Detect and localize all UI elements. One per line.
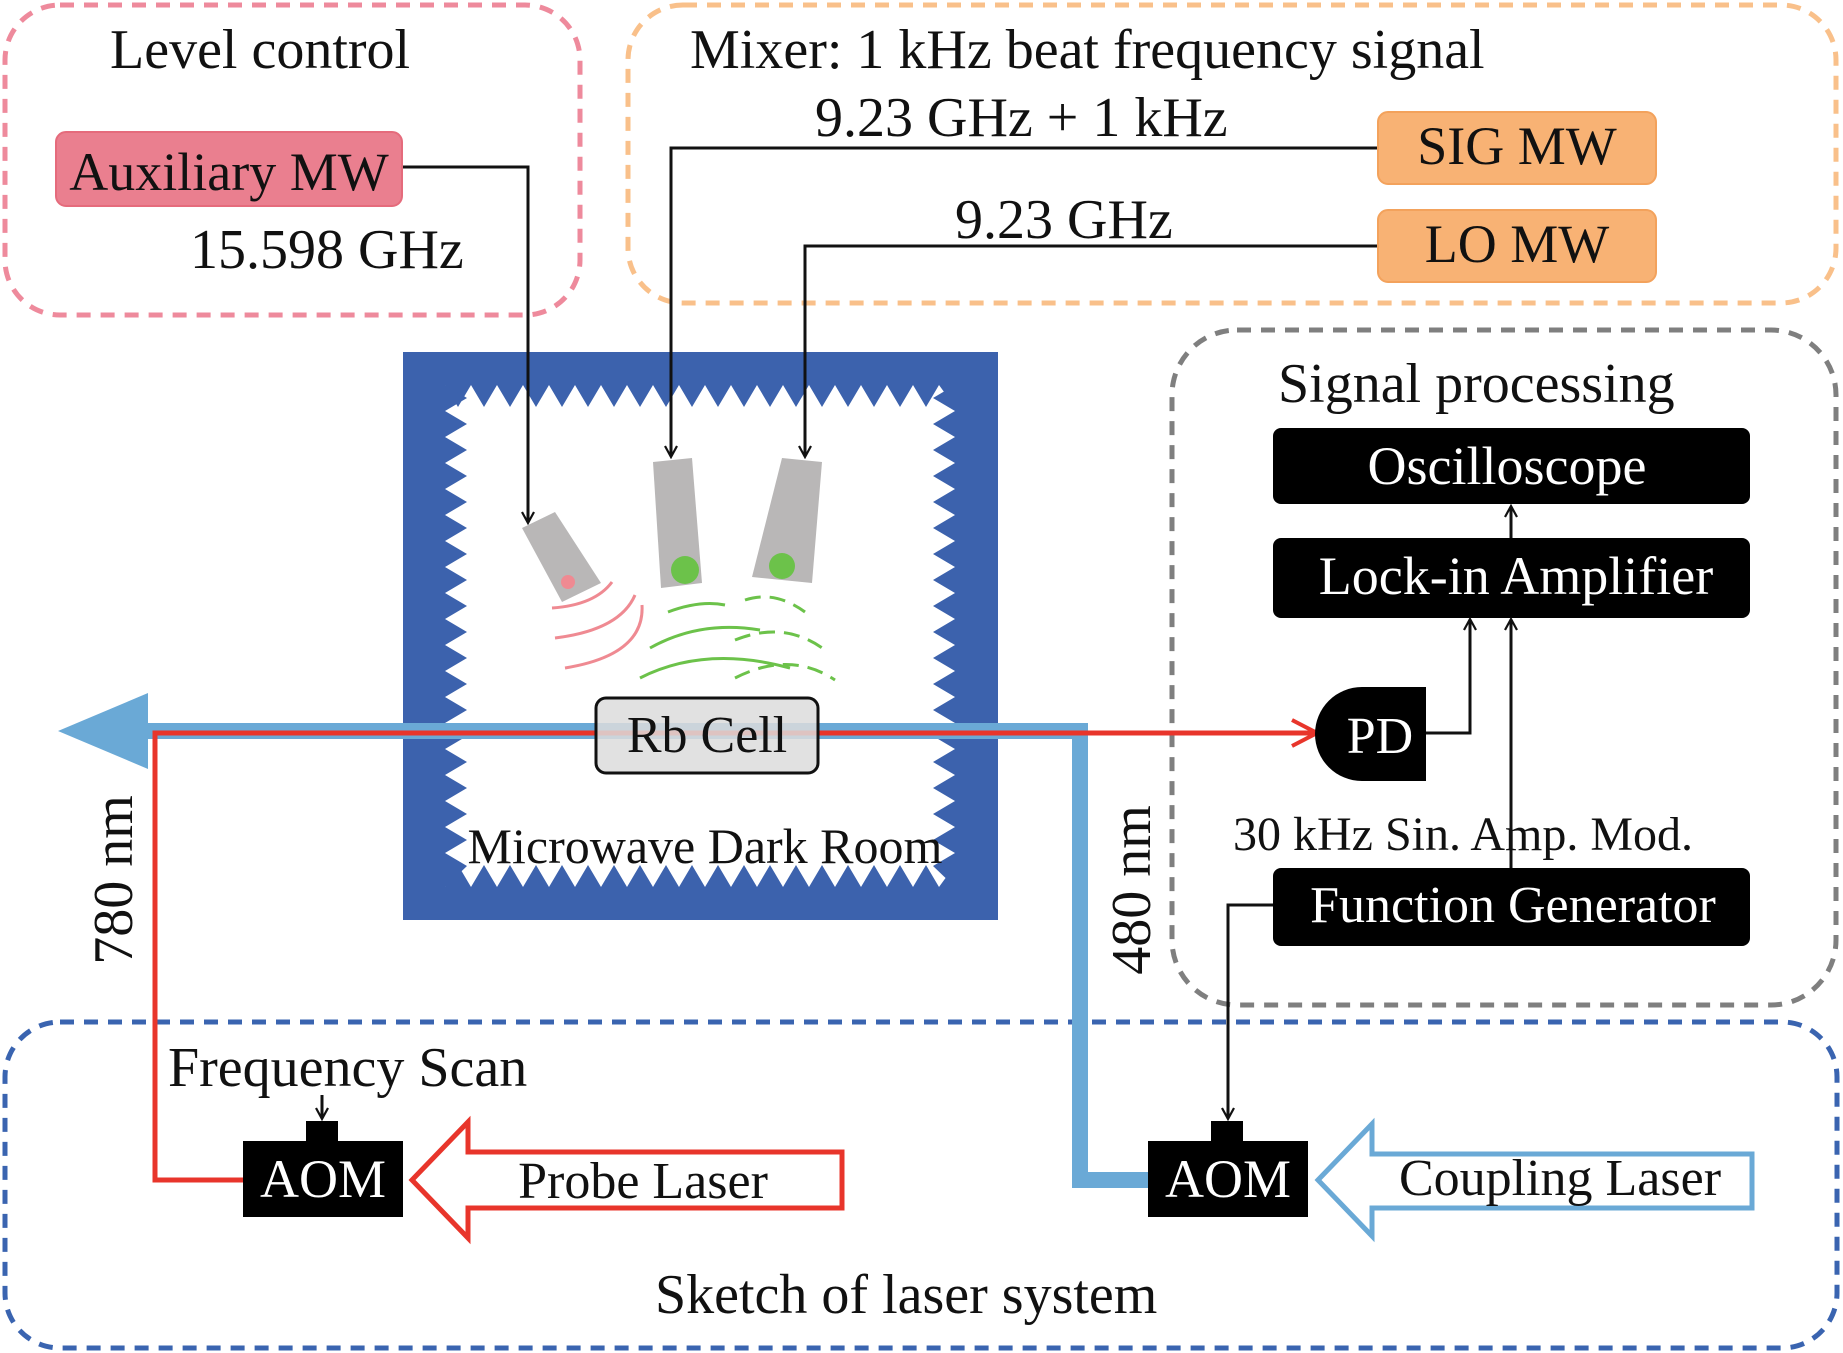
sig-horn-antenna (653, 458, 702, 588)
pd-detector (1315, 687, 1426, 781)
mixer-title: Mixer: 1 kHz beat frequency signal (690, 19, 1485, 81)
lo-frequency-label: 9.23 GHz (955, 189, 1173, 251)
sig-mw-source (1377, 111, 1657, 185)
coupling-laser-label: Coupling Laser (1399, 1150, 1721, 1207)
probe-laser-label: Probe Laser (518, 1153, 768, 1210)
absorber-teeth-top (445, 385, 955, 407)
sig-emitter-dot (671, 556, 699, 584)
pd-label: PD (1347, 708, 1413, 765)
auxiliary-mw-label: Auxiliary MW (69, 142, 388, 202)
auxiliary-emitter-dot (561, 575, 575, 589)
modulation-label: 30 kHz Sin. Amp. Mod. (1233, 808, 1693, 861)
function-generator-box (1273, 868, 1750, 946)
absorber-teeth-bottom (445, 865, 955, 887)
signal-processing-title: Signal processing (1278, 353, 1675, 415)
lockin-amplifier-box (1273, 538, 1750, 618)
rb-cell: Rb Cell (594, 696, 820, 775)
coupling-wavelength-label: 480 nm (1101, 805, 1163, 975)
microwave-dark-room (403, 352, 998, 920)
level-control-group (2, 2, 583, 318)
auxiliary-wavefronts (551, 581, 644, 670)
lo-wavefronts (734, 595, 836, 682)
probe-wavelength-label: 780 nm (83, 795, 145, 965)
auxiliary-frequency-label: 15.598 GHz (190, 219, 464, 281)
auxiliary-feed-line (402, 165, 528, 522)
oscilloscope-label: Oscilloscope (1368, 436, 1647, 496)
laser-system-title: Sketch of laser system (655, 1264, 1157, 1326)
function-generator-label: Function Generator (1310, 877, 1716, 934)
coupling-beam-arrowhead (58, 693, 148, 769)
dark-room-label: Microwave Dark Room (468, 818, 943, 874)
probe-aom: AOM (243, 1121, 403, 1217)
mixer-group (625, 2, 1839, 306)
coupling-aom-label: AOM (1165, 1149, 1291, 1209)
sig-frequency-label: 9.23 GHz + 1 kHz (815, 87, 1228, 149)
lo-mw-label: LO MW (1425, 214, 1609, 274)
lo-feed-line (805, 244, 1378, 456)
absorber-teeth-left (445, 385, 467, 887)
probe-laser-arrow (408, 1115, 845, 1245)
level-control-title: Level control (110, 19, 410, 81)
auxiliary-mw-source (55, 131, 403, 207)
sig-mw-label: SIG MW (1417, 116, 1617, 176)
frequency-scan-label: Frequency Scan (168, 1037, 527, 1099)
oscilloscope-box (1273, 428, 1750, 504)
sig-feed-line (671, 146, 1378, 456)
coupling-laser-arrow (1314, 1117, 1755, 1243)
absorber-teeth-right (933, 385, 955, 887)
dark-room-interior (445, 385, 955, 887)
lo-emitter-dot (769, 553, 795, 579)
rb-cell-label: Rb Cell (627, 707, 787, 764)
auxiliary-horn-antenna (522, 512, 601, 602)
signal-processing-group (1169, 327, 1839, 1008)
sig-wavefronts (639, 602, 791, 680)
generator-to-coupling-aom-line (1228, 903, 1273, 1118)
probe-aom-label: AOM (260, 1149, 386, 1209)
pd-to-lockin-line (1426, 620, 1470, 735)
coupling-aom: AOM (1148, 1121, 1308, 1217)
lo-mw-source (1377, 209, 1657, 283)
lo-horn-antenna (752, 458, 822, 583)
lockin-amplifier-label: Lock-in Amplifier (1319, 546, 1713, 606)
